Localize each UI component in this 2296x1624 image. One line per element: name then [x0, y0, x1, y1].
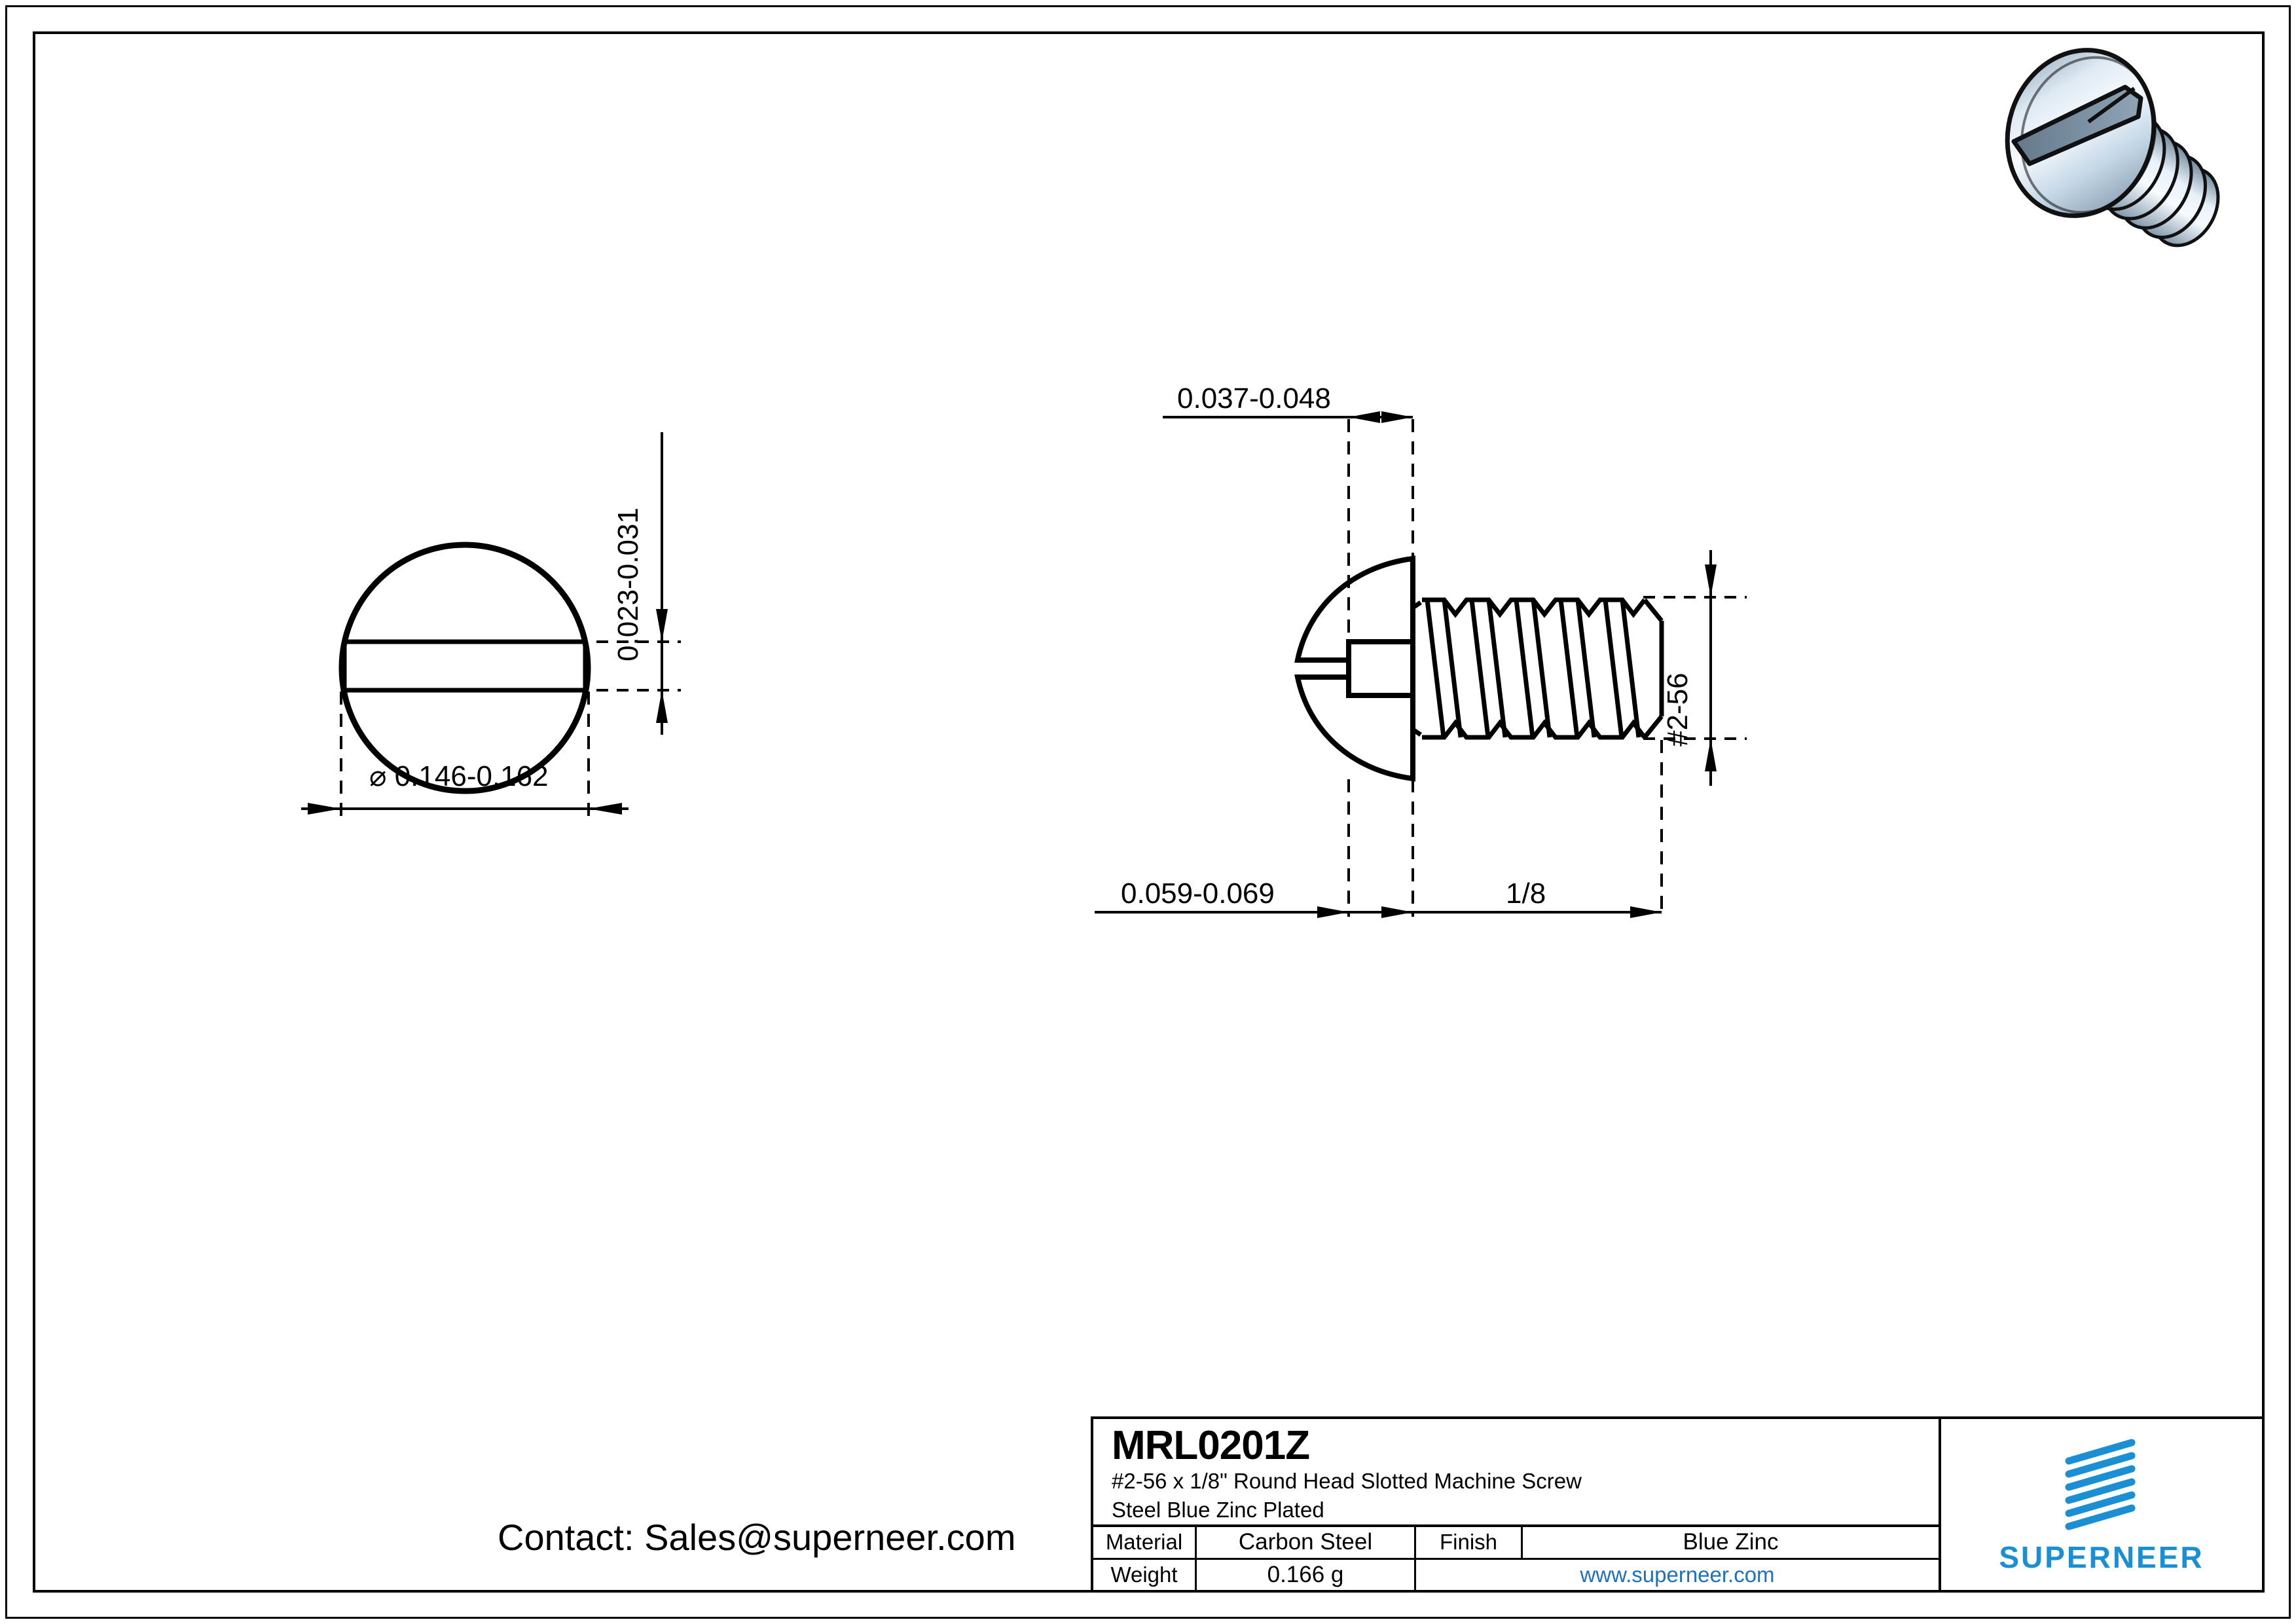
spec-row-weight: Weight 0.166 g www.superneer.com — [1093, 1559, 1939, 1590]
dim-label-thread-size: #2-56 — [1662, 673, 1694, 747]
company-logo: SUPERNEER — [1941, 1419, 2262, 1590]
website-link[interactable]: www.superneer.com — [1580, 1562, 1775, 1587]
dim-label-shank-length: 1/8 — [1506, 877, 1546, 910]
dim-label-head-height: 0.059-0.069 — [1121, 877, 1275, 910]
part-number: MRL0201Z — [1112, 1423, 1310, 1468]
title-block-description: MRL0201Z #2-56 x 1/8" Round Head Slotted… — [1093, 1419, 1939, 1527]
contact-email-text: Contact: Sales@superneer.com — [498, 1517, 1016, 1558]
part-description-line-2: Steel Blue Zinc Plated — [1112, 1498, 1324, 1522]
dim-label-head-diameter: ⌀ 0.146-0.162 — [369, 760, 549, 792]
spec-label-weight: Weight — [1093, 1559, 1197, 1590]
superneer-logo-mark-icon — [2065, 1439, 2136, 1530]
dim-label-slot-width: 0.023-0.031 — [612, 507, 644, 661]
screw-3d-svg — [2005, 48, 2220, 248]
title-block-info: MRL0201Z #2-56 x 1/8" Round Head Slotted… — [1093, 1419, 1941, 1590]
screw-head-slot — [2011, 84, 2143, 166]
spec-row-material: Material Carbon Steel Finish Blue Zinc — [1093, 1527, 1939, 1560]
spec-value-finish: Blue Zinc — [1683, 1529, 1779, 1555]
part-description-line-1: #2-56 x 1/8" Round Head Slotted Machine … — [1112, 1469, 1582, 1494]
title-block-spec-table: Material Carbon Steel Finish Blue Zinc W… — [1093, 1527, 1939, 1590]
spec-value-material: Carbon Steel — [1197, 1527, 1416, 1558]
spec-label-material: Material — [1093, 1527, 1197, 1558]
product-render-3d — [1989, 25, 2264, 261]
sheet-inner-border — [33, 31, 2265, 1593]
spec-value-weight: 0.166 g — [1197, 1559, 1416, 1590]
spec-label-finish: Finish — [1416, 1527, 1523, 1558]
company-name: SUPERNEER — [1999, 1540, 2204, 1574]
sheet-outer-border — [5, 5, 2291, 1619]
title-block: MRL0201Z #2-56 x 1/8" Round Head Slotted… — [1091, 1416, 2265, 1593]
dim-label-slot-depth: 0.037-0.048 — [1177, 382, 1331, 415]
